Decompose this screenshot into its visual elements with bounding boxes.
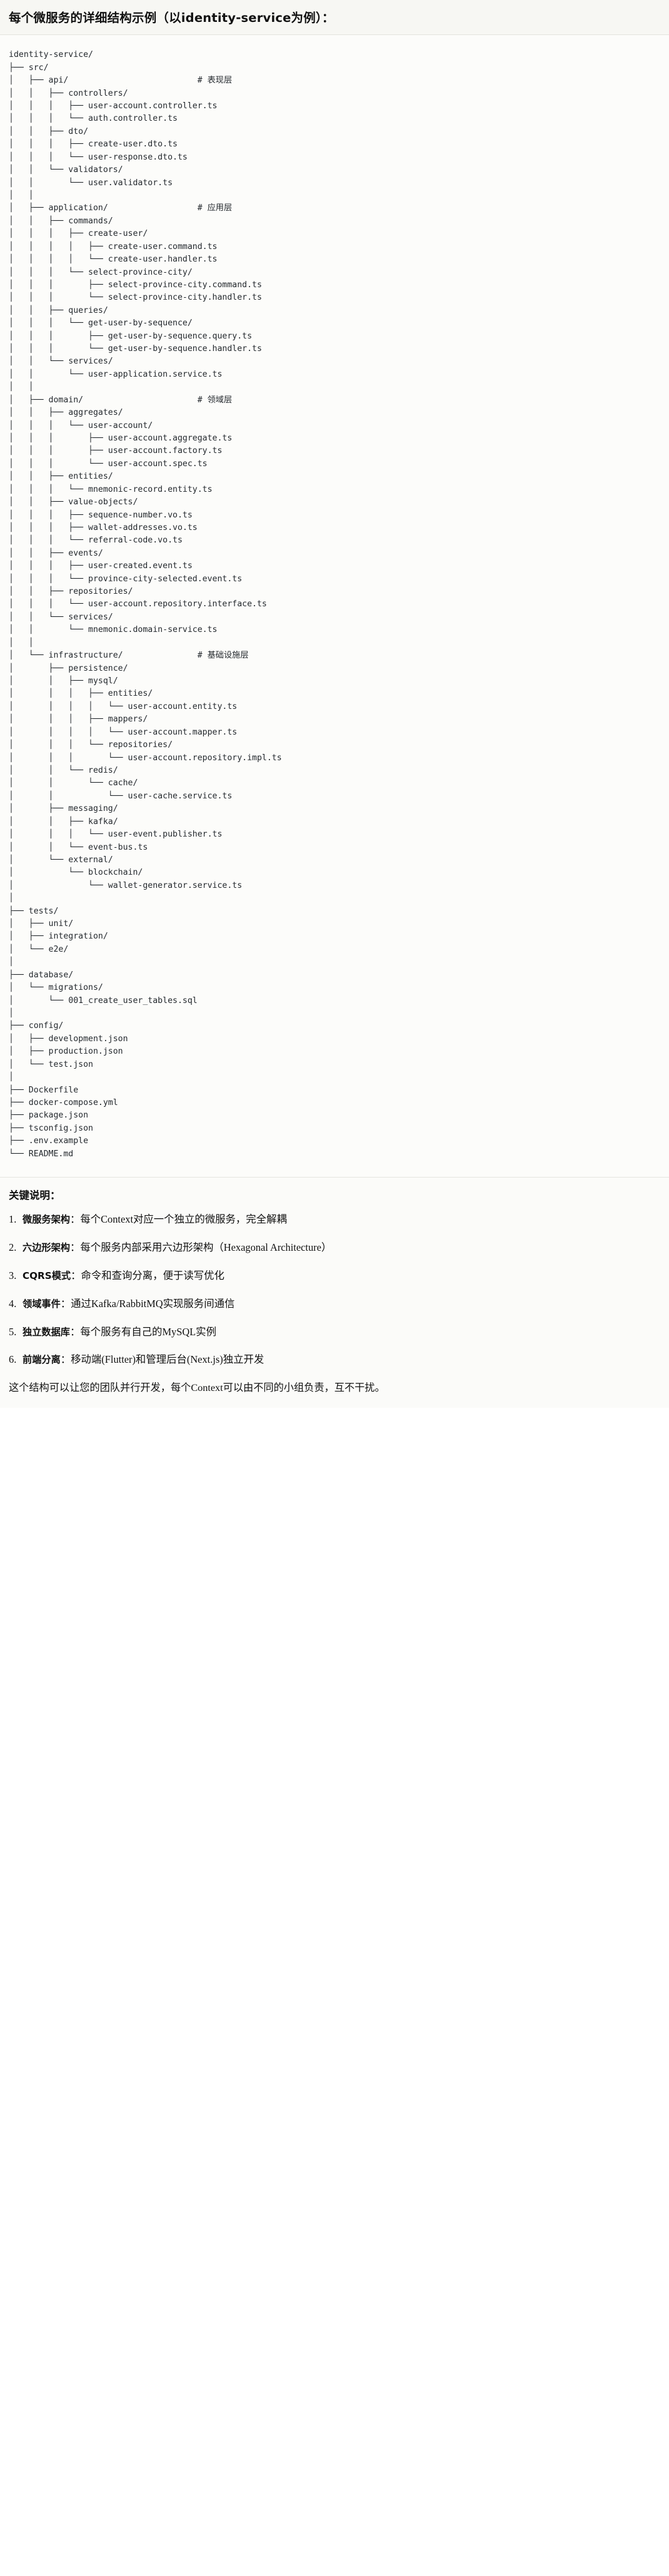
- closing-note: 这个结构可以让您的团队并行开发，每个Context可以由不同的小组负责，互不干扰…: [9, 1382, 385, 1394]
- note-description: 每个Context对应一个独立的微服务，完全解耦: [80, 1213, 287, 1226]
- list-item: 前端分离：移动端(Flutter)和管理后台(Next.js)独立开发: [9, 1352, 660, 1367]
- note-separator: ：: [60, 1353, 71, 1366]
- key-notes-section: 关键说明： 微服务架构：每个Context对应一个独立的微服务，完全解耦 六边形…: [0, 1178, 669, 1408]
- directory-tree: identity-service/ ├── src/ │ ├── api/ # …: [9, 50, 282, 1159]
- note-term: 前端分离: [23, 1354, 61, 1366]
- list-item: 独立数据库：每个服务有自己的MySQL实例: [9, 1325, 660, 1340]
- note-description: 移动端(Flutter)和管理后台(Next.js)独立开发: [71, 1353, 264, 1366]
- title-section: 每个微服务的详细结构示例（以identity-service为例）：: [0, 0, 669, 36]
- note-separator: ：: [69, 1241, 81, 1254]
- note-separator: ：: [69, 1325, 81, 1338]
- key-notes-list: 微服务架构：每个Context对应一个独立的微服务，完全解耦 六边形架构：每个服…: [9, 1212, 660, 1367]
- note-description: 每个服务内部采用六边形架构（Hexagonal Architecture）: [80, 1241, 332, 1254]
- list-item: CQRS模式：命令和查询分离，便于读写优化: [9, 1268, 660, 1283]
- note-description: 每个服务有自己的MySQL实例: [80, 1325, 216, 1338]
- note-description: 通过Kafka/RabbitMQ实现服务间通信: [71, 1297, 235, 1310]
- note-separator: ：: [69, 1213, 81, 1226]
- page-title: 每个微服务的详细结构示例（以identity-service为例）：: [9, 11, 334, 25]
- page-root: 每个微服务的详细结构示例（以identity-service为例）： ident…: [0, 0, 669, 1408]
- key-notes-heading: 关键说明：: [9, 1189, 61, 1202]
- note-description: 命令和查询分离，便于读写优化: [81, 1270, 224, 1282]
- note-term: 独立数据库: [23, 1326, 70, 1338]
- note-term: 领域事件: [23, 1298, 61, 1310]
- note-term: 六边形架构: [23, 1242, 70, 1254]
- note-separator: ：: [60, 1297, 71, 1310]
- note-term: CQRS模式: [23, 1270, 71, 1282]
- list-item: 六边形架构：每个服务内部采用六边形架构（Hexagonal Architectu…: [9, 1240, 660, 1255]
- list-item: 领域事件：通过Kafka/RabbitMQ实现服务间通信: [9, 1296, 660, 1311]
- list-item: 微服务架构：每个Context对应一个独立的微服务，完全解耦: [9, 1212, 660, 1227]
- note-term: 微服务架构: [23, 1214, 70, 1226]
- note-separator: ：: [71, 1270, 81, 1282]
- directory-tree-section: identity-service/ ├── src/ │ ├── api/ # …: [0, 35, 669, 1178]
